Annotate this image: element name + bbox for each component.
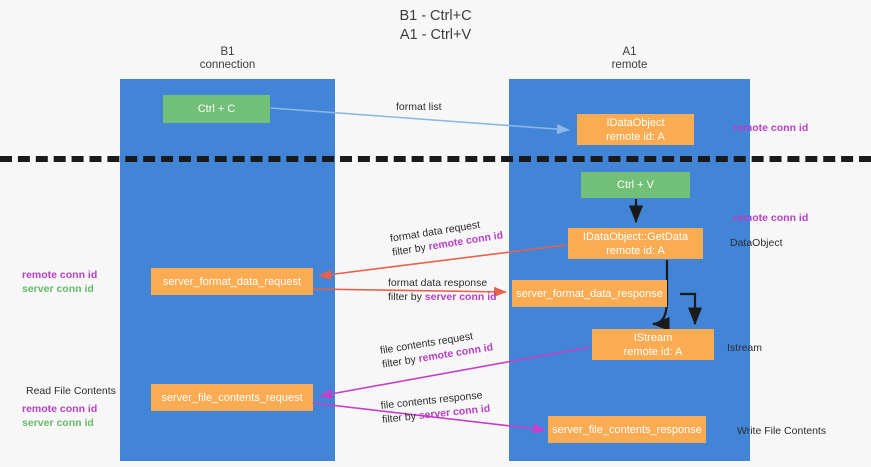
label-filter-by-4: filter by	[381, 410, 417, 426]
node-ctrl-c[interactable]: Ctrl + C	[163, 95, 270, 123]
label-format-data-response-text: format data response	[388, 277, 488, 289]
connector-format-data-request	[318, 244, 567, 280]
label-dataobject: DataObject	[730, 237, 783, 249]
label-left-conn-ids-bottom: remote conn id server conn id	[22, 402, 97, 430]
node-idataobject-label: IDataObject	[606, 116, 665, 129]
lane-header-b1-name: B1	[220, 46, 235, 58]
label-remote-conn-id-mid: remote conn id	[733, 212, 809, 224]
label-read-file-contents: Read File Contents	[26, 385, 116, 397]
connector-format-data-response	[312, 286, 507, 297]
label-format-list: format list	[396, 101, 442, 113]
connector-getdata-to-istream	[651, 260, 670, 332]
label-server-conn-id-left-bottom: server conn id	[22, 417, 94, 429]
node-server-format-data-request[interactable]: server_format_data_request	[151, 268, 313, 295]
title-line-1: B1 - Ctrl+C	[399, 8, 472, 24]
node-ctrl-c-label: Ctrl + C	[197, 103, 236, 115]
lane-header-a1-role: remote	[611, 59, 648, 71]
lane-header-b1: B1 connection	[120, 46, 335, 72]
label-left-conn-ids-top: remote conn id server conn id	[22, 268, 97, 296]
label-remote-conn-id-left-bottom: remote conn id	[22, 403, 98, 415]
node-istream[interactable]: IStream remote id: A	[592, 329, 714, 360]
label-format-data-response: format data response filter by server co…	[388, 276, 497, 304]
label-server-conn-id-left-top: server conn id	[22, 283, 94, 295]
node-idataobject[interactable]: IDataObject remote id: A	[577, 114, 694, 145]
node-getdata-label: IDataObject::GetData	[582, 230, 689, 243]
lane-header-a1-name: A1	[622, 46, 637, 58]
lane-header-b1-role: connection	[199, 59, 256, 71]
node-server-format-data-response-label: server_format_data_response	[516, 287, 663, 300]
phase-divider	[0, 156, 871, 162]
connector-format-list	[270, 107, 570, 135]
label-filter-by-2: filter by	[388, 291, 422, 303]
node-ctrl-v[interactable]: Ctrl + V	[581, 172, 690, 198]
label-remote-conn-id-left-top: remote conn id	[22, 269, 98, 281]
node-server-file-contents-request[interactable]: server_file_contents_request	[151, 384, 313, 411]
title-line-2: A1 - Ctrl+V	[399, 27, 472, 43]
connector-response-to-istream	[680, 292, 703, 326]
node-istream-sub: remote id: A	[623, 345, 683, 358]
node-server-format-data-request-label: server_format_data_request	[162, 275, 302, 288]
node-server-file-contents-response-label: server_file_contents_response	[552, 423, 702, 436]
label-istream: Istream	[727, 342, 763, 354]
node-server-format-data-response[interactable]: server_format_data_response	[512, 280, 667, 307]
label-write-file-contents: Write File Contents	[737, 425, 827, 437]
label-filter-server-conn-id-1: server conn id	[424, 291, 497, 303]
node-server-file-contents-response[interactable]: server_file_contents_response	[548, 416, 706, 443]
node-getdata-sub: remote id: A	[606, 244, 665, 257]
connector-file-contents-request	[319, 346, 591, 399]
node-server-file-contents-request-label: server_file_contents_request	[161, 391, 303, 404]
label-remote-conn-id-top: remote conn id	[733, 122, 809, 134]
page-title: B1 - Ctrl+C A1 - Ctrl+V	[0, 7, 871, 45]
lane-header-a1: A1 remote	[509, 46, 750, 72]
node-ctrl-v-label: Ctrl + V	[617, 179, 654, 191]
node-idataobject-sub: remote id: A	[606, 130, 665, 143]
node-getdata[interactable]: IDataObject::GetData remote id: A	[568, 228, 703, 259]
node-istream-label: IStream	[633, 331, 673, 344]
connector-file-contents-response	[312, 402, 546, 434]
